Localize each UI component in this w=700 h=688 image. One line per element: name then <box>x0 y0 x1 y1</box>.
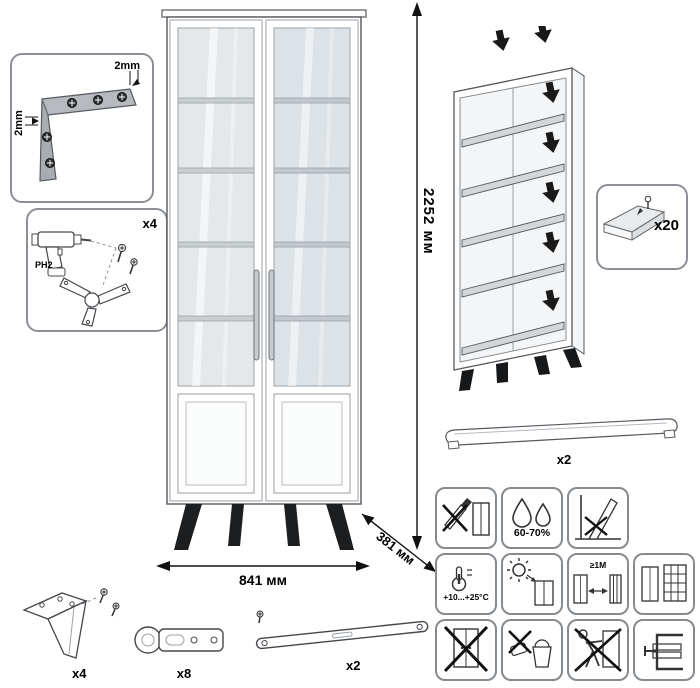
shelf-boards <box>461 113 565 356</box>
cabinet-front-view <box>158 2 370 558</box>
care-icon-sunlight <box>501 553 563 615</box>
width-dimension-label: 841 мм <box>239 572 287 588</box>
water-drops-icon <box>512 497 551 529</box>
cabinet-exploded-view <box>432 26 604 398</box>
rail-drawing <box>445 418 678 450</box>
exploded-view-drawing <box>452 26 586 391</box>
knife-crossed-icon <box>442 498 490 536</box>
rail-count-label: x2 <box>556 452 572 467</box>
door-handles <box>253 269 275 361</box>
corner-dim-top-label: 2mm <box>114 60 140 72</box>
shelf-pin-drawing <box>602 195 666 241</box>
strap-part: x2 <box>242 604 446 684</box>
drill-count-label: x4 <box>142 216 157 231</box>
distance-value-label: ≥1M <box>589 559 607 570</box>
care-icon-grid: 60-70% + <box>435 487 695 685</box>
care-icon-humidity: 60-70% <box>501 487 563 549</box>
care-icon-row-3 <box>435 619 695 681</box>
shelf-pin-detail: x20 <box>596 184 688 270</box>
drill-drawing <box>31 231 138 327</box>
strap-count-label: x2 <box>346 658 361 673</box>
care-icon-row-1: 60-70% <box>435 487 695 549</box>
care-icon-no-pushing <box>567 619 629 681</box>
thermometer-icon <box>451 566 472 592</box>
temperature-range-label: +10...+25°C <box>443 592 489 603</box>
top-rail-part: x2 <box>438 406 690 468</box>
cabinet-front-drawing <box>161 9 367 550</box>
care-icon-no-wet-cleaning <box>501 619 563 681</box>
care-icon-min-distance: ≥1M <box>567 553 629 615</box>
leg-bracket-drawing <box>59 277 131 327</box>
leaning-panel-crossed-icon <box>575 495 621 540</box>
hinge-count-label: x8 <box>176 666 192 681</box>
leg-part-drawing <box>22 588 120 659</box>
care-icon-no-cutting <box>435 487 497 549</box>
hinge-part: x8 <box>126 616 242 684</box>
exploded-legs <box>459 348 582 391</box>
shelves-through-glass <box>177 97 351 322</box>
width-dimension-arrow <box>156 561 370 571</box>
corner-dim-left-label: 2mm <box>12 110 25 136</box>
cabinet-crossed-icon <box>443 625 489 673</box>
height-dimension-label: 2252 мм <box>420 188 437 255</box>
leg-part: x4 <box>12 580 130 684</box>
person-pushing-crossed-icon <box>574 628 622 672</box>
depth-dimension-arrow <box>361 513 437 573</box>
screws <box>117 243 138 275</box>
corner-bracket-drawing <box>25 70 140 182</box>
distance-arrow-icon <box>573 574 622 604</box>
corner-joint-detail: 2mm 2mm <box>10 53 154 203</box>
hinge-drawing <box>134 626 224 654</box>
care-icon-no-leaning-panel <box>567 487 629 549</box>
strap-drawing <box>255 610 429 650</box>
care-icon-radiator-grid <box>633 553 695 615</box>
height-dimension-arrow <box>412 2 422 550</box>
care-icon-row-2: +10...+25°C ≥1M <box>435 553 695 615</box>
humidity-value-label: 60-70% <box>513 527 551 540</box>
cabinet-radiator-icon <box>641 564 687 602</box>
clamp-press-icon <box>644 633 683 671</box>
drill-leg-detail: x4 PH2 <box>26 208 168 332</box>
care-icon-temperature: +10...+25°C <box>435 553 497 615</box>
bucket-crossed-icon <box>508 630 552 668</box>
pin-count-label: x20 <box>653 217 679 234</box>
sun-icon <box>507 558 554 606</box>
care-icon-clamping <box>633 619 695 681</box>
care-icon-no-tipping <box>435 619 497 681</box>
cabinet-legs <box>174 504 354 550</box>
leg-count-label: x4 <box>72 666 87 681</box>
bit-type-label: PH2 <box>35 260 53 270</box>
screw-heads <box>42 92 127 168</box>
